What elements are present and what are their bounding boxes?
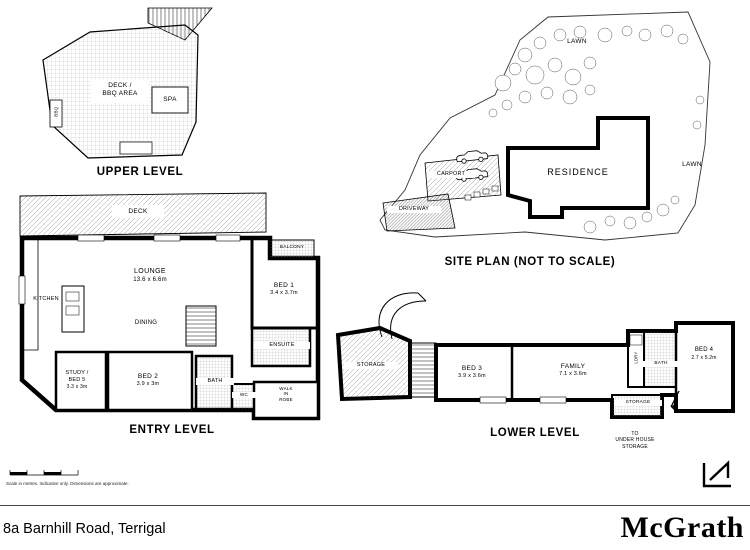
- entry-level-plan: DECK BALCONY LOUNGE 13.6 x 6.6m KITCHEN …: [8, 190, 338, 424]
- kitchen-island: [61, 285, 85, 333]
- cooktop-icon: [65, 305, 80, 316]
- deck-bbq-label: DECK / BBQ AREA: [91, 82, 149, 98]
- residence-label: RESIDENCE: [547, 167, 609, 177]
- robe-line1: WALK: [279, 386, 293, 391]
- bath-lower-area: [643, 330, 677, 388]
- family-name: FAMILY: [560, 363, 586, 370]
- window-marks: [479, 396, 567, 404]
- bath-label: BATH: [196, 378, 234, 385]
- bed1-dim: 3.4 x 3.7m: [270, 290, 298, 297]
- entry-stairs: [185, 305, 217, 347]
- bath-lower-label: BATH: [642, 361, 680, 367]
- bed3-dim: 3.9 x 3.6m: [458, 373, 486, 380]
- storage-bottom-area: [611, 394, 663, 418]
- driveway-label: DRIVEWAY: [387, 206, 441, 213]
- dining-label: DINING: [134, 320, 158, 326]
- bed2-area: [106, 350, 194, 412]
- footer-divider: [0, 505, 750, 506]
- bed2-label: BED 2 3.9 x 3m: [112, 373, 184, 388]
- ensuite-label: ENSUITE: [254, 342, 310, 349]
- kitchen-label: KITCHEN: [33, 296, 59, 302]
- robe-line2: IN: [283, 391, 289, 397]
- bed2-name: BED 2: [137, 373, 159, 380]
- family-label: FAMILY 7.1 x 3.6m: [535, 363, 611, 378]
- study-dim: 3.3 x 3m: [66, 383, 88, 390]
- wc-label: WC: [232, 392, 256, 398]
- robe-line3: ROBE: [279, 396, 293, 402]
- bed1-label: BED 1 3.4 x 3.7m: [256, 282, 312, 297]
- sink-icon: [65, 291, 80, 302]
- site-plan: LAWN LAWN RESIDENCE CARPORT DRIVEWAY: [375, 5, 720, 255]
- lower-level-drawing: [335, 292, 735, 419]
- lounge-dim: 13.6 x 6.6m: [133, 276, 167, 283]
- storage-bottom-label: STORAGE: [614, 400, 662, 406]
- bed4-name: BED 4: [694, 347, 714, 353]
- site-plan-drawing: [379, 11, 711, 241]
- under-line3: STORAGE: [622, 443, 648, 450]
- deck-bbq-line2: BBQ AREA: [102, 90, 138, 98]
- bbq-label: BBQ: [53, 106, 59, 117]
- deck-label-bg: [91, 79, 149, 103]
- washer-icon: [629, 334, 643, 346]
- bed4-dim: 2.7 x 5.2m: [691, 354, 717, 361]
- residence-outline: [506, 116, 650, 219]
- lower-stairs: [409, 342, 437, 398]
- deck-label: DECK: [128, 208, 148, 215]
- robe-label: WALK IN ROBE: [256, 386, 316, 402]
- study-area: [54, 350, 108, 412]
- bed4-area: [674, 321, 735, 413]
- bed3-area: [434, 343, 514, 402]
- laundry-label: LDRY: [633, 351, 639, 364]
- lawn-top-label: LAWN: [567, 38, 587, 45]
- spa-box: [151, 86, 189, 114]
- deck-bbq-line1: DECK /: [108, 82, 132, 89]
- lounge-label: LOUNGE 13.6 x 6.6m: [110, 268, 190, 284]
- upper-level-title: UPPER LEVEL: [96, 166, 184, 178]
- balcony-area: [269, 239, 315, 259]
- under-line1: TO: [631, 431, 639, 437]
- bed2-dim: 3.9 x 3m: [136, 381, 160, 388]
- spa-label: SPA: [163, 96, 177, 103]
- under-house-label: TO UNDER HOUSE STORAGE: [602, 431, 668, 450]
- upper-level-plan: DECK / BBQ AREA SPA BBQ: [35, 5, 215, 165]
- entry-level-title: ENTRY LEVEL: [129, 424, 215, 436]
- property-address: 8a Barnhill Road, Terrigal: [3, 521, 166, 537]
- site-plan-title: SITE PLAN (NOT TO SCALE): [444, 256, 616, 268]
- study-label: STUDY / BED 5 3.3 x 3m: [54, 370, 100, 390]
- bed3-name: BED 3: [461, 365, 483, 372]
- bed3-label: BED 3 3.9 x 3.6m: [444, 365, 500, 380]
- bed1-name: BED 1: [273, 282, 295, 289]
- storage-left-label: STORAGE: [344, 362, 398, 369]
- deck-label-bg: [112, 205, 164, 218]
- robe-area: [252, 380, 320, 420]
- carport-label: CARPORT: [427, 171, 475, 178]
- stepping-stones: [464, 185, 499, 201]
- kitchen-counter: [24, 240, 39, 351]
- lawn-right-label: LAWN: [682, 161, 702, 168]
- curved-wall: [378, 292, 427, 340]
- scale-note: Scale in metres. Indicative only. Dimens…: [6, 481, 129, 486]
- balcony-label: BALCONY: [279, 245, 305, 250]
- bbq-box: [49, 99, 63, 128]
- lounge-name: LOUNGE: [134, 268, 166, 275]
- upper-level-drawing: [42, 7, 213, 159]
- lower-level-title: LOWER LEVEL: [490, 427, 580, 439]
- under-house-arrow-icon: [670, 390, 680, 410]
- car-icon: [456, 150, 489, 164]
- bed4-label: BED 4 2.7 x 5.2m: [678, 347, 730, 361]
- scale-bar: [9, 470, 79, 476]
- family-dim: 7.1 x 3.6m: [559, 371, 587, 378]
- mcgrath-logo-mark: [702, 460, 731, 488]
- garden-shrubs: [488, 24, 705, 234]
- bench-box: [119, 141, 153, 155]
- mcgrath-wordmark: McGrath: [620, 511, 744, 544]
- window-marks: [18, 234, 241, 305]
- study-line2: BED 5: [68, 376, 86, 383]
- lower-level-plan: STORAGE BED 3 3.9 x 3.6m FAMILY 7.1 x 3.…: [330, 283, 740, 473]
- study-line1: STUDY /: [65, 370, 89, 376]
- under-line2: UNDER HOUSE: [615, 437, 655, 444]
